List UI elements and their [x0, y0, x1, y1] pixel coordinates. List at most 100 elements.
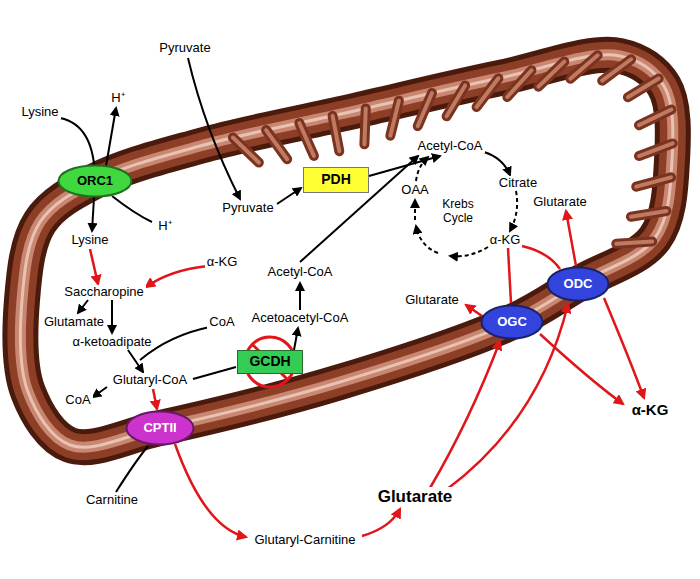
metabolite-label: CoA [63, 393, 92, 408]
crista [639, 109, 671, 125]
node-label: CPTII [143, 421, 176, 435]
metabolite-label: Glutarate [531, 195, 588, 210]
metabolite-label: Lysine [69, 233, 110, 248]
crista [636, 177, 671, 186]
metabolite-label: Glutarate [376, 487, 455, 507]
black-arrows [60, 58, 517, 492]
membrane-layer [20, 55, 673, 447]
crista [418, 93, 432, 126]
crista [616, 242, 652, 244]
metabolite-label: Krebs Cycle [433, 198, 483, 226]
arrow [146, 266, 208, 287]
crista [364, 108, 365, 144]
metabolite-label: Glutamate [42, 315, 106, 330]
arrow [522, 246, 560, 269]
arrow [294, 328, 298, 350]
arrow [450, 247, 488, 256]
crista [570, 55, 597, 78]
arrow [106, 108, 116, 166]
crista [538, 62, 564, 87]
arrow [116, 446, 148, 492]
arrow [466, 305, 482, 316]
crista [477, 78, 499, 107]
red-arrows [90, 211, 644, 537]
arrow [604, 298, 644, 398]
crista [299, 123, 314, 156]
metabolite-label: α-KG [488, 233, 523, 248]
metabolite-label: α-KG [205, 255, 240, 270]
arrow [111, 300, 113, 333]
crista [602, 59, 631, 80]
metabolite-label: OAA [399, 183, 430, 198]
cristae [233, 55, 673, 243]
crista [507, 70, 531, 97]
arrow [153, 389, 157, 409]
metabolite-label: Carnitine [84, 493, 140, 508]
prohibition-sign [245, 337, 295, 387]
arrow [277, 188, 301, 204]
arrow [93, 387, 107, 397]
crista [333, 116, 340, 151]
crista [628, 79, 659, 98]
transporter-ellipse: CPTII [125, 410, 195, 446]
arrow [299, 283, 301, 310]
crista [266, 130, 287, 159]
metabolite-label: Pyruvate [157, 41, 212, 56]
arrow [484, 152, 510, 175]
crista [602, 59, 631, 80]
ellipse-shape [127, 412, 194, 445]
metabolite-label: Acetyl-CoA [415, 139, 484, 154]
metabolite-label: α-ketoadipate [70, 335, 153, 350]
arrow [446, 304, 568, 490]
crista [631, 211, 667, 217]
ellipse-shape [59, 166, 132, 197]
arrow [188, 58, 240, 199]
node-label: GCDH [249, 354, 290, 369]
transporter-ellipse: ODC [546, 266, 610, 302]
node-label: PDH [321, 172, 351, 187]
arrow [90, 249, 98, 284]
metabolite-label: α-KG [630, 401, 671, 418]
crista [631, 211, 667, 217]
crista [233, 138, 259, 163]
crista [390, 101, 399, 136]
arrow [510, 191, 517, 231]
enzyme-box: PDH [303, 167, 369, 193]
metabolite-label: Saccharopine [62, 285, 146, 300]
enzyme-box: GCDH [237, 350, 303, 374]
metabolite-label: H⁺ [109, 91, 126, 106]
crista [616, 242, 652, 244]
arrow [369, 156, 440, 176]
arrow [540, 334, 623, 404]
crista [447, 85, 466, 116]
metabolite-label: Glutaryl-CoA [111, 373, 189, 388]
crista [507, 70, 531, 97]
metabolite-label: Glutarate [403, 293, 460, 308]
ellipse-shape [548, 268, 609, 301]
crista [639, 143, 673, 156]
arrow [175, 444, 246, 537]
metabolite-label: Acetoacetyl-CoA [250, 311, 351, 326]
metabolite-label: Glutaryl-Carnitine [252, 533, 357, 548]
arrow [416, 226, 438, 253]
membrane-layer [20, 55, 673, 447]
ellipse-shape [482, 306, 543, 339]
membrane-layer [20, 55, 673, 447]
arrow [414, 200, 416, 220]
arrow [78, 300, 88, 313]
arrow [508, 248, 511, 303]
crista [447, 85, 466, 116]
node-label: ODC [564, 277, 593, 291]
arrow [566, 211, 576, 266]
crista [477, 78, 499, 107]
crista [364, 108, 365, 144]
crista [639, 143, 673, 156]
arrow [362, 509, 400, 536]
crista [639, 109, 671, 125]
arrow [112, 196, 152, 222]
metabolite-label: Pyruvate [220, 201, 275, 216]
node-label: OGC [497, 315, 527, 329]
node-label: ORC1 [77, 174, 113, 188]
metabolite-label: Acetyl-CoA [265, 265, 334, 280]
arrow [416, 157, 428, 181]
